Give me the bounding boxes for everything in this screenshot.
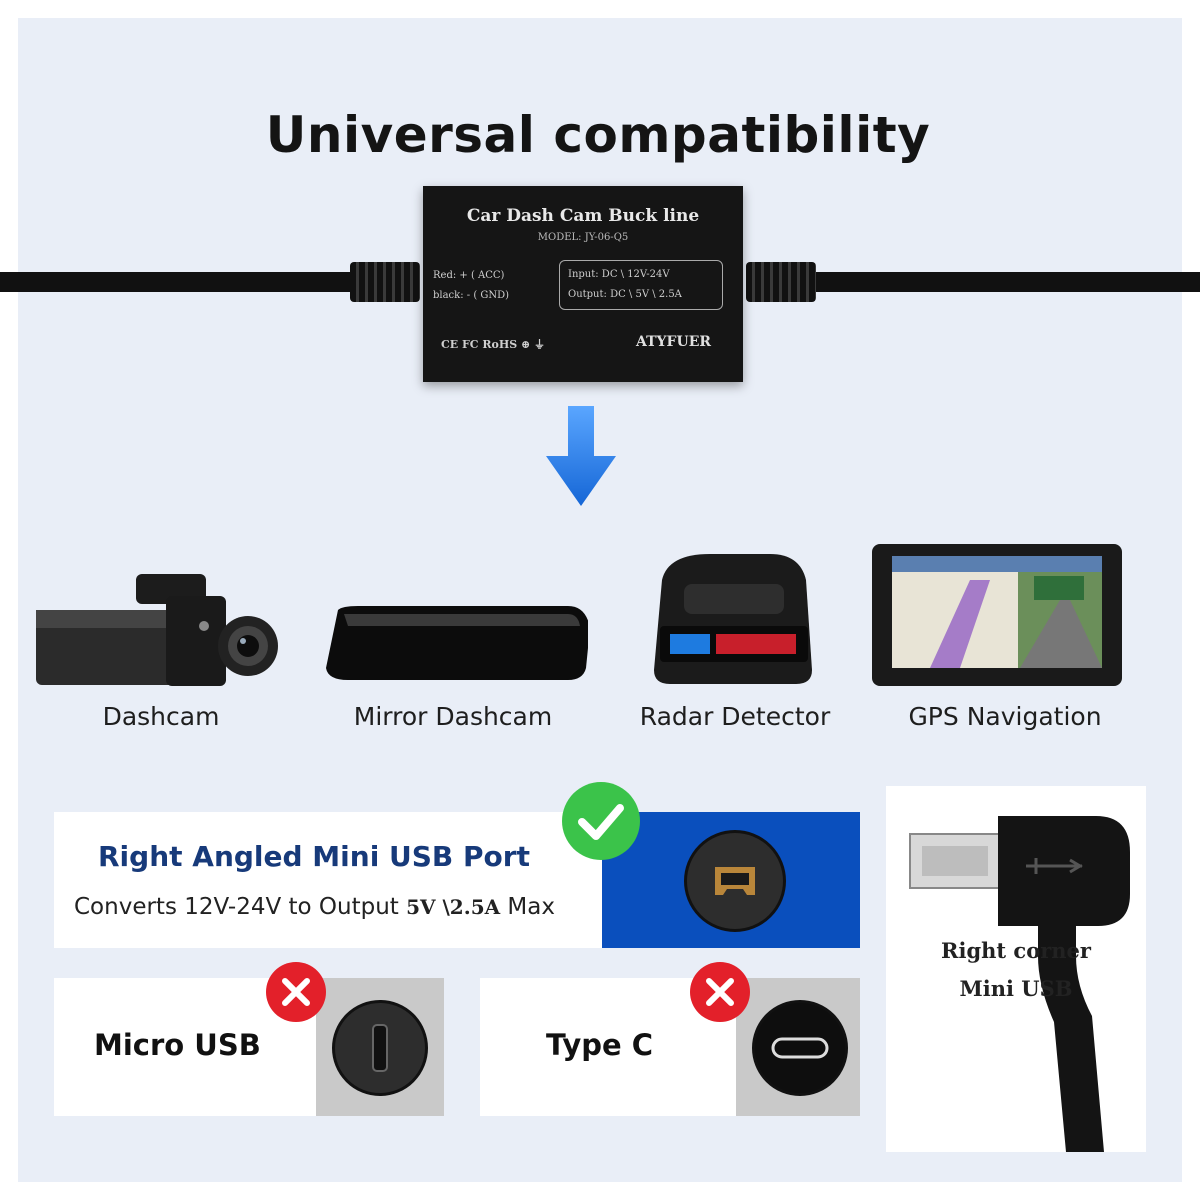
cable-right — [810, 272, 1200, 292]
device-gps-navigation: GPS Navigation — [870, 540, 1140, 740]
device-label: Radar Detector — [639, 702, 831, 731]
black-wire-label: black: - ( GND) — [433, 290, 510, 301]
port-photo-panel — [602, 812, 860, 948]
type-c-label: Type C — [546, 1028, 654, 1062]
device-mirror-dashcam: Mirror Dashcam — [318, 540, 588, 740]
down-arrow-icon — [546, 406, 616, 506]
micro-usb-port-icon — [332, 1000, 428, 1096]
device-dashcam: Dashcam — [26, 540, 296, 740]
output-spec-value: 5V \2.5A — [406, 895, 501, 919]
radar-detector-icon — [654, 554, 812, 684]
page-title: Universal compatibility — [265, 106, 931, 164]
input-spec: Input: DC \ 12V-24V — [568, 269, 670, 280]
description-suffix: Max — [500, 894, 555, 920]
device-radar-detector: Radar Detector — [600, 540, 870, 740]
incompatible-type-c-card: Type C — [480, 978, 860, 1116]
cable-strain-relief-left — [350, 262, 420, 302]
compatible-port-card: Right Angled Mini USB Port Converts 12V-… — [54, 812, 860, 948]
module-spec: Input: DC \ 12V-24V Output: DC \ 5V \ 2.… — [559, 260, 723, 310]
connector-caption-line-1: Right corner — [941, 938, 1091, 963]
x-icon — [690, 962, 750, 1022]
right-angle-mini-usb-icon — [909, 816, 1130, 1152]
mini-usb-port-icon — [684, 830, 786, 932]
module-model: MODEL: JY-06-Q5 — [537, 232, 629, 243]
port-photo-panel — [736, 978, 860, 1116]
port-photo-panel — [316, 978, 444, 1116]
compatible-port-description: Converts 12V-24V to Output 5V \2.5A Max — [74, 894, 555, 920]
device-label: GPS Navigation — [908, 702, 1102, 731]
device-label: Mirror Dashcam — [353, 702, 553, 731]
buck-converter-module: Car Dash Cam Buck line MODEL: JY-06-Q5 R… — [423, 186, 743, 382]
description-prefix: Converts 12V-24V to Output — [74, 894, 407, 920]
type-c-port-icon — [752, 1000, 848, 1096]
right-angle-connector-photo: Right corner Mini USB — [886, 786, 1146, 1152]
module-name: Car Dash Cam Buck line — [466, 206, 700, 226]
device-label: Dashcam — [102, 702, 220, 731]
gps-navigation-icon — [872, 544, 1122, 686]
red-wire-label: Red: + ( ACC) — [433, 270, 505, 281]
micro-usb-label: Micro USB — [94, 1028, 261, 1062]
output-spec: Output: DC \ 5V \ 2.5A — [568, 289, 682, 300]
wire-legend: Red: + ( ACC) black: - ( GND) — [433, 266, 509, 306]
compatible-port-heading: Right Angled Mini USB Port — [98, 840, 530, 873]
connector-caption: Right corner Mini USB — [886, 932, 1146, 1008]
brand-label: ATYFUER — [636, 334, 711, 350]
certification-marks: CE FC RoHS ⊕ ⏚ — [441, 338, 546, 351]
check-icon — [562, 782, 640, 860]
cable-left — [0, 272, 360, 292]
cable-strain-relief-right — [746, 262, 816, 302]
incompatible-micro-usb-card: Micro USB — [54, 978, 444, 1116]
connector-caption-line-2: Mini USB — [959, 976, 1073, 1001]
dashcam-icon — [36, 574, 278, 686]
x-icon — [266, 962, 326, 1022]
mirror-dashcam-icon — [326, 606, 588, 680]
